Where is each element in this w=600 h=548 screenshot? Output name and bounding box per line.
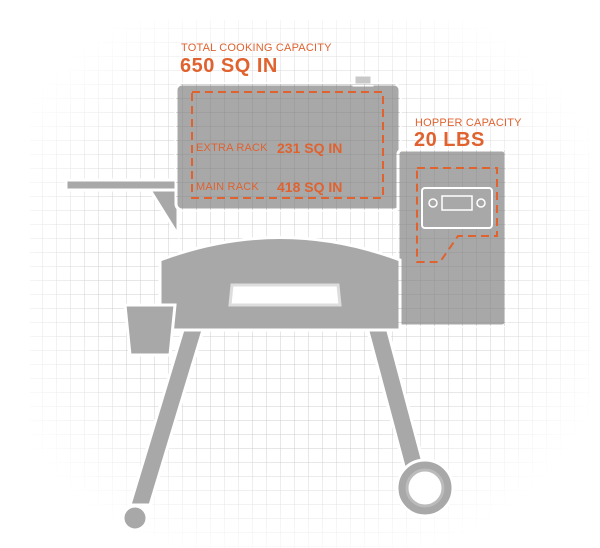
extra-rack-label: EXTRA RACK — [196, 142, 268, 154]
total-capacity-value: 650 SQ IN — [180, 55, 278, 77]
caster — [121, 504, 149, 532]
extra-rack-value: 231 SQ IN — [277, 140, 343, 156]
hopper-capacity-value: 20 LBS — [414, 129, 485, 151]
shelf-bracket — [147, 188, 180, 241]
controller — [421, 187, 493, 229]
cooking-area-outline — [191, 91, 384, 199]
main-rack-value: 418 SQ IN — [277, 179, 343, 195]
hopper-capacity-label: HOPPER CAPACITY — [415, 117, 522, 129]
total-capacity-label: TOTAL COOKING CAPACITY — [181, 42, 332, 54]
main-rack-label: MAIN RACK — [196, 181, 259, 193]
hopper-outline — [416, 167, 498, 263]
grease-bucket — [123, 303, 177, 357]
